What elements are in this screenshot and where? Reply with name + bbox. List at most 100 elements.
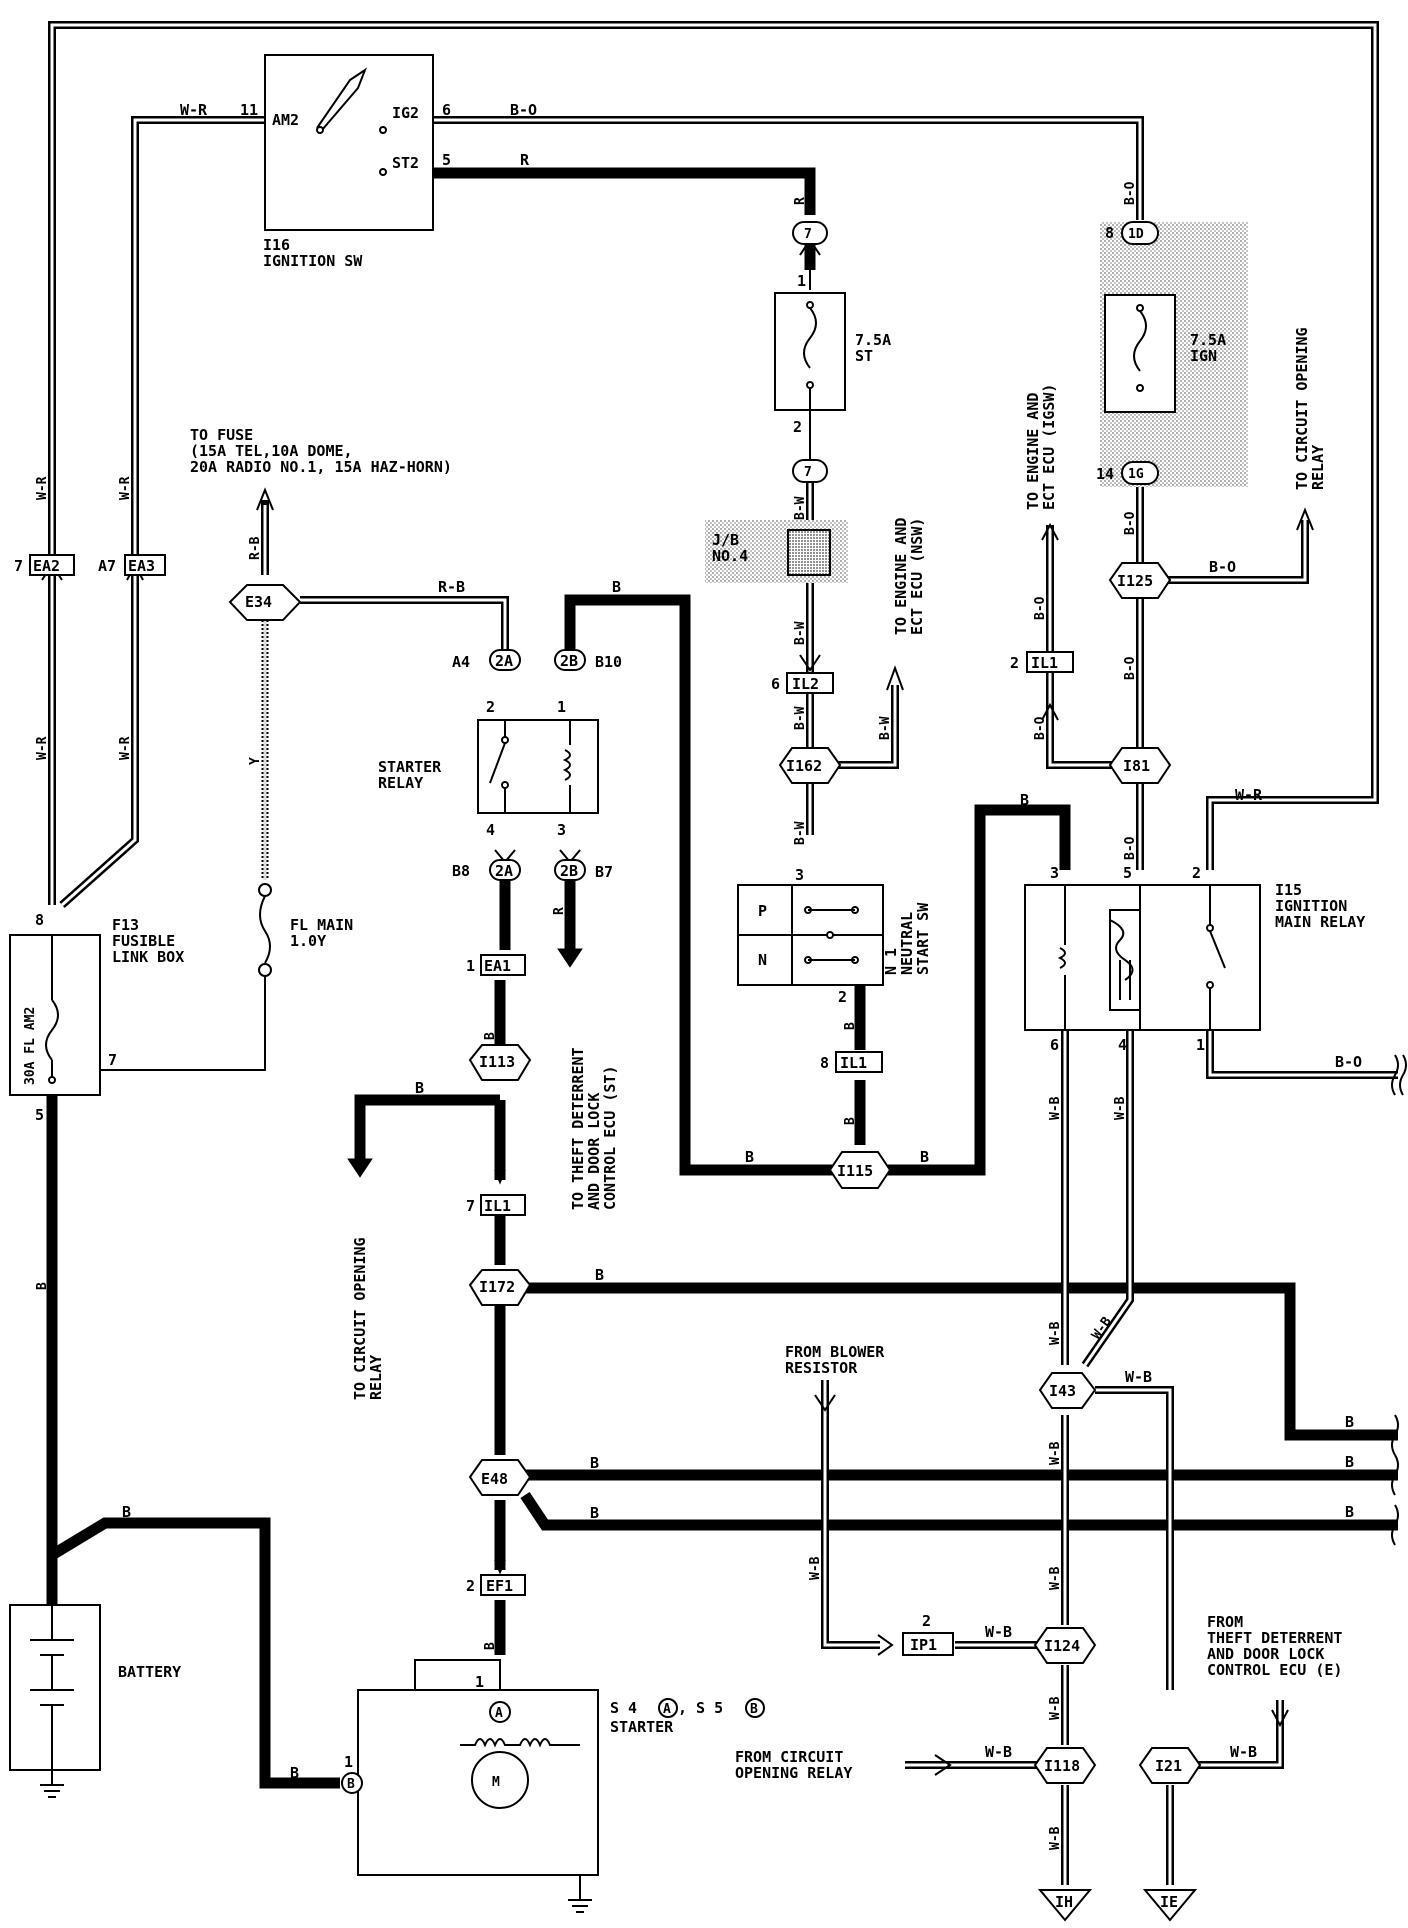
ie-id: IE — [1160, 1893, 1178, 1911]
wires — [46, 21, 1398, 1900]
starter-conn-b: B — [347, 1777, 355, 1792]
grounds — [1037, 1889, 1198, 1922]
ea2-id: EA2 — [33, 557, 60, 575]
to-fuse-l2: (15A TEL,10A DOME, — [190, 442, 353, 460]
ig-main-pin2: 2 — [1192, 864, 1201, 882]
ea3-id: EA3 — [128, 557, 155, 575]
from-circuit-l1: FROM CIRCUIT — [735, 1748, 843, 1766]
ig-sw-ig2-label: IG2 — [392, 104, 419, 122]
f13-pin-bottom: 5 — [35, 1106, 44, 1124]
to-circuit-left-l2: RELAY — [367, 1355, 385, 1400]
wire-b-right3: B — [1345, 1503, 1354, 1521]
st-fuse — [774, 292, 846, 411]
i162-id: I162 — [786, 757, 822, 775]
c1g-id: 1G — [1128, 467, 1144, 482]
wire-w-b-4: W-B — [1089, 1314, 1115, 1342]
sr-pin1: 1 — [557, 698, 566, 716]
st-fuse-pin-bottom: 2 — [793, 418, 802, 436]
il2-pin: 6 — [771, 675, 780, 693]
wire-b-o-5: B-O — [1033, 716, 1048, 740]
wire-b-relay3: B — [1020, 791, 1029, 809]
from-theft-l2: THEFT DETERRENT — [1207, 1629, 1342, 1647]
jb-line1: J/B — [712, 531, 739, 549]
wire-w-r-left4: W-R — [118, 736, 133, 760]
ignition-main-relay — [1024, 884, 1261, 1031]
c2b-bot-pin: B7 — [595, 863, 613, 881]
wire-w-r-left2: W-R — [118, 476, 133, 500]
c2a-top-id: 2A — [495, 652, 513, 670]
wire-b-o-2: B-O — [1209, 558, 1236, 576]
wire-r-top: R — [520, 151, 530, 169]
f13-code: F13 — [112, 916, 139, 934]
cut-ends — [1391, 1054, 1407, 1546]
wire-b-i115-r: B — [920, 1148, 929, 1166]
starter-code-a: A — [663, 1702, 671, 1717]
wire-b-w-1: B-W — [793, 496, 808, 520]
ih-id: IH — [1055, 1893, 1073, 1911]
starter-pin-b: 1 — [344, 1753, 353, 1771]
i118-id: I118 — [1044, 1757, 1080, 1775]
from-blower-l1: FROM BLOWER — [785, 1343, 885, 1361]
wire-b-ea1: B — [483, 1032, 498, 1040]
ip1-id: IP1 — [910, 1636, 937, 1654]
fl-main-fuse — [258, 883, 272, 977]
from-theft-l3: AND DOOR LOCK — [1207, 1645, 1324, 1663]
ig-main-pin4: 4 — [1118, 1036, 1127, 1054]
wire-w-b-3: W-B — [1048, 1321, 1063, 1345]
wire-b-nsw2: B — [843, 1117, 858, 1125]
c7-bot-id: 7 — [804, 465, 812, 480]
wire-b-i172: B — [595, 1266, 604, 1284]
ig-sw-am2-label: AM2 — [272, 111, 299, 129]
wire-b-o-3: B-O — [1123, 656, 1138, 680]
ig-main-name1: IGNITION — [1275, 897, 1347, 915]
ign-fuse-rating: 7.5A — [1190, 331, 1226, 349]
ef1-id: EF1 — [486, 1577, 513, 1595]
il1-mid-pin: 8 — [820, 1054, 829, 1072]
nsw-name1: NEUTRAL — [898, 912, 916, 975]
nsw-pos-p: P — [758, 902, 767, 920]
wire-b-o-top: B-O — [510, 101, 537, 119]
ign-fuse — [1100, 222, 1248, 487]
ea1-pin: 1 — [466, 957, 475, 975]
wire-b-w-2: B-W — [793, 621, 808, 645]
starter-pin-a: 1 — [475, 1673, 484, 1691]
i43-id: I43 — [1049, 1382, 1076, 1400]
wire-b-e48-1: B — [590, 1454, 599, 1472]
il2-id: IL2 — [792, 675, 819, 693]
wire-w-b-2: W-B — [1113, 1096, 1128, 1120]
f13-name1: FUSIBLE — [112, 932, 175, 950]
c2b-top-id: 2B — [560, 652, 578, 670]
starter-relay — [477, 719, 599, 814]
battery-name: BATTERY — [118, 1663, 181, 1681]
wire-b-right2: B — [1345, 1453, 1354, 1471]
ig-sw-pin-am2: 11 — [240, 101, 258, 119]
i125-id: I125 — [1117, 572, 1153, 590]
ig-sw-code: I16 — [263, 236, 290, 254]
f13-name2: LINK BOX — [112, 948, 184, 966]
nsw-name2: START SW — [914, 902, 932, 975]
fl-main-rating: 1.0Y — [290, 932, 326, 950]
starter-code: S 4 — [610, 1699, 637, 1717]
wire-w-b-9: W-B — [985, 1623, 1012, 1641]
wire-w-r-left1: W-R — [35, 476, 50, 500]
il1-right-id: IL1 — [1031, 654, 1058, 672]
ign-fuse-pin-top: 8 — [1105, 224, 1114, 242]
c2a-top-pin: A4 — [452, 653, 470, 671]
labels: AM2 IG2 ST2 11 6 5 I16 IGNITION SW W-R B… — [14, 101, 1365, 1911]
wire-r-st-down: R — [552, 907, 567, 915]
wire-w-b-1: W-B — [1048, 1096, 1063, 1120]
i81-id: I81 — [1123, 757, 1150, 775]
ig-main-pin1: 1 — [1196, 1036, 1205, 1054]
to-engine-igsw-l2: ECT ECU (IGSW) — [1040, 384, 1058, 510]
wire-b-e48-2: B — [590, 1504, 599, 1522]
i172-id: I172 — [479, 1278, 515, 1296]
starter-code-sep: , S 5 — [678, 1699, 723, 1717]
wire-b-i115-l: B — [745, 1148, 754, 1166]
wire-b-right1: B — [1345, 1413, 1354, 1431]
wire-b-battery: B — [122, 1503, 131, 1521]
wire-w-r-left3: W-R — [35, 736, 50, 760]
to-engine-igsw-l1: TO ENGINE AND — [1024, 393, 1042, 510]
i113-id: I113 — [479, 1053, 515, 1071]
starter-conn-a: A — [495, 1706, 503, 1721]
